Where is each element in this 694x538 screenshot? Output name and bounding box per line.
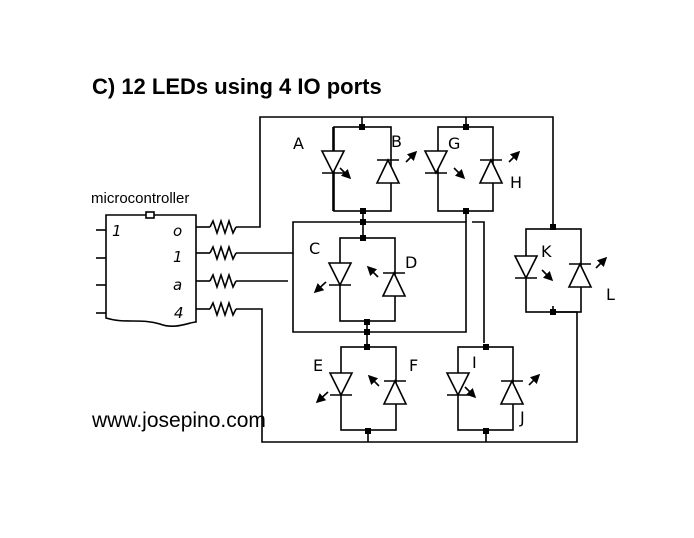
led-label-e: E [313,356,323,375]
pin-one-label: 1 [112,222,122,240]
net-port-0 [236,116,554,228]
led-label-k: K [541,242,552,261]
diagram-title: C) 12 LEDs using 4 IO ports [92,74,382,99]
microcontroller-body [105,214,197,328]
led-label-h: H [510,173,522,192]
website-url: www.josepino.com [92,409,266,432]
port-4-label: 4 [174,304,184,322]
junction-dots [359,124,556,434]
led-label-j: J [519,408,525,427]
led-label-a: A [293,134,304,153]
port-0-label: o [173,222,182,240]
led-label-b: B [391,132,402,151]
resistor-port-1 [209,244,237,262]
led-label-f: F [409,356,418,375]
led-label-d: D [405,253,417,272]
led-label-g: G [448,134,460,153]
resistor-port-4 [209,300,237,318]
port-1-label: 1 [173,248,183,266]
net-port-4 [236,306,578,443]
led-label-i: I [472,353,477,372]
port-2-label: a [173,276,182,294]
resistor-port-2 [209,272,237,290]
microcontroller-notch [145,211,155,219]
led-label-c: C [309,239,320,258]
resistor-port-0 [209,218,237,236]
microcontroller-label: microcontroller [91,190,190,207]
led-label-l: L [606,285,615,304]
